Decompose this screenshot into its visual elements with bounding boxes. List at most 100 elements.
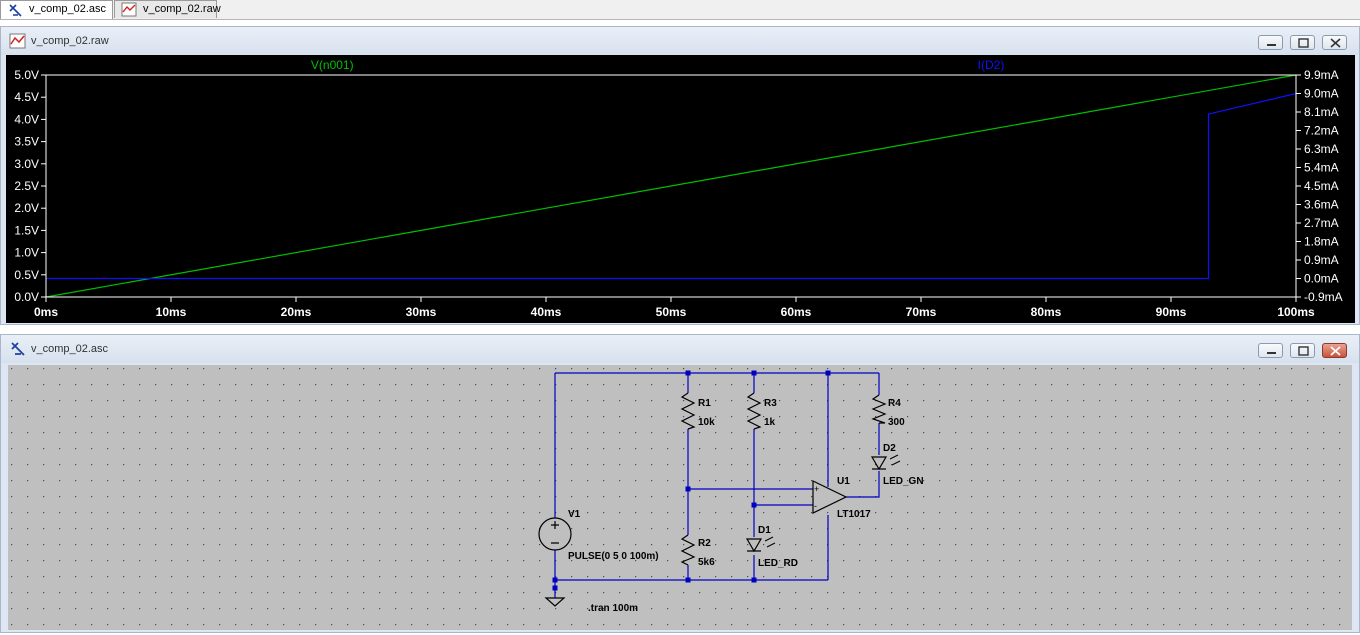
trace-legend-label[interactable]: V(n001) bbox=[311, 58, 354, 72]
waveform-icon bbox=[121, 2, 137, 23]
y-right-tick-label: 9.9mA bbox=[1304, 68, 1339, 82]
waveform-icon bbox=[9, 33, 27, 54]
y-left-tick-label: 4.5V bbox=[14, 90, 39, 104]
waveform-window-titlebar[interactable]: v_comp_02.raw bbox=[1, 27, 1359, 55]
tab-label: v_comp_02.raw bbox=[143, 3, 221, 15]
resistor-r3[interactable] bbox=[746, 392, 762, 430]
y-right-tick-label: 6.3mA bbox=[1304, 142, 1339, 156]
y-right-tick-label: 7.2mA bbox=[1304, 124, 1339, 138]
wire-junction bbox=[825, 370, 831, 376]
schematic-window-titlebar[interactable]: v_comp_02.asc bbox=[1, 335, 1359, 363]
wire-junction bbox=[552, 577, 558, 583]
label-v1-ref: V1 bbox=[568, 509, 581, 520]
wire-junction bbox=[685, 370, 691, 376]
y-left-tick-label: 2.0V bbox=[14, 201, 39, 215]
y-right-tick-label: 2.7mA bbox=[1304, 216, 1339, 230]
trace-voltage[interactable] bbox=[45, 74, 1297, 298]
plot-frame bbox=[45, 74, 1297, 298]
y-right-tick-label: 1.8mA bbox=[1304, 235, 1339, 249]
y-right-tick-label: 3.6mA bbox=[1304, 198, 1339, 212]
y-left-tick-label: 0.0V bbox=[14, 290, 39, 304]
label-u1-value: LT1017 bbox=[837, 509, 871, 520]
label-v1-value: PULSE(0 5 0 100m) bbox=[568, 551, 659, 562]
trace-legend-label[interactable]: I(D2) bbox=[978, 58, 1005, 72]
tab-waveform[interactable]: v_comp_02.raw bbox=[114, 0, 221, 18]
opamp-plus-label: + bbox=[814, 484, 819, 494]
y-right-tick-label: 8.1mA bbox=[1304, 105, 1339, 119]
label-r3-ref: R3 bbox=[764, 398, 777, 409]
y-right-tick-label: 4.5mA bbox=[1304, 179, 1339, 193]
comparator-u1[interactable] bbox=[812, 480, 848, 514]
y-left-tick-label: 1.0V bbox=[14, 246, 39, 260]
tab-label: v_comp_02.asc bbox=[29, 3, 107, 15]
y-left-tick-label: 3.5V bbox=[14, 135, 39, 149]
y-left-tick-label: 0.5V bbox=[14, 268, 39, 282]
label-r2-value: 5k6 bbox=[698, 557, 715, 568]
voltage-source-v1[interactable] bbox=[538, 517, 572, 551]
tab-schematic[interactable]: v_comp_02.asc bbox=[0, 0, 113, 19]
label-r2-ref: R2 bbox=[698, 538, 711, 549]
x-tick-label: 50ms bbox=[656, 305, 687, 319]
schematic-icon bbox=[9, 341, 27, 362]
schematic-icon bbox=[7, 2, 23, 24]
x-tick-label: 10ms bbox=[156, 305, 187, 319]
opamp-minus-label: - bbox=[814, 501, 817, 511]
close-button[interactable] bbox=[1322, 343, 1347, 358]
label-u1-ref: U1 bbox=[837, 476, 850, 487]
resistor-r4[interactable] bbox=[871, 394, 887, 424]
grid-dots bbox=[8, 365, 1352, 630]
trace-current[interactable] bbox=[46, 92, 1297, 280]
resistor-r2[interactable] bbox=[680, 534, 696, 566]
label-d2-ref: D2 bbox=[883, 443, 896, 454]
close-button[interactable] bbox=[1322, 35, 1347, 50]
x-tick-label: 30ms bbox=[406, 305, 437, 319]
waveform-plot[interactable]: 0ms 10ms 20ms 30ms 40ms 50ms 60ms 70ms 80ms 90ms 1… bbox=[6, 55, 1355, 323]
wire-junction bbox=[685, 486, 691, 492]
x-tick-label: 0ms bbox=[34, 305, 58, 319]
y-left-tick-label: 5.0V bbox=[14, 68, 39, 82]
waveform-window: v_comp_02.raw 0ms 10ms 20ms 30ms 40ms 50ms 60m… bbox=[0, 26, 1360, 325]
label-r1-ref: R1 bbox=[698, 398, 711, 409]
x-tick-label: 90ms bbox=[1156, 305, 1187, 319]
ground-symbol bbox=[544, 597, 566, 607]
wire-junction bbox=[751, 577, 757, 583]
spice-directive[interactable]: .tran 100m bbox=[588, 603, 638, 614]
plot-pane[interactable]: 0ms 10ms 20ms 30ms 40ms 50ms 60ms 70ms 80ms 90ms 1… bbox=[6, 55, 1355, 323]
y-left-tick-label: 1.5V bbox=[14, 223, 39, 237]
label-r4-value: 300 bbox=[888, 417, 905, 428]
resistor-r1[interactable] bbox=[680, 392, 696, 430]
wire-junction bbox=[685, 577, 691, 583]
wire-junction bbox=[751, 370, 757, 376]
led-d1[interactable] bbox=[745, 536, 776, 553]
schematic-canvas[interactable]: + - R1 10k R3 1k R4 300 D2 LED_GN U1 LT1… bbox=[8, 365, 1352, 630]
restore-button[interactable] bbox=[1290, 35, 1315, 50]
y-right-tick-label: 0.9mA bbox=[1304, 253, 1339, 267]
x-tick-label: 70ms bbox=[906, 305, 937, 319]
wire-junction bbox=[751, 502, 757, 508]
x-tick-label: 60ms bbox=[781, 305, 812, 319]
y-left-tick-label: 4.0V bbox=[14, 112, 39, 126]
window-title: v_comp_02.asc bbox=[31, 343, 109, 355]
x-tick-label: 40ms bbox=[531, 305, 562, 319]
x-tick-label: 80ms bbox=[1031, 305, 1062, 319]
wire-junction bbox=[552, 585, 558, 591]
y-right-tick-label: 0.0mA bbox=[1304, 272, 1339, 286]
label-d1-ref: D1 bbox=[758, 525, 771, 536]
schematic-window: v_comp_02.asc bbox=[0, 334, 1360, 633]
wires bbox=[554, 372, 880, 598]
label-r3-value: 1k bbox=[764, 417, 776, 428]
window-title: v_comp_02.raw bbox=[31, 35, 109, 47]
y-right-tick-label: 5.4mA bbox=[1304, 161, 1339, 175]
label-d1-value: LED_RD bbox=[758, 558, 798, 569]
minimize-button[interactable] bbox=[1258, 35, 1283, 50]
restore-button[interactable] bbox=[1290, 343, 1315, 358]
document-tab-bar: v_comp_02.asc v_comp_02.raw bbox=[0, 0, 1360, 20]
minimize-button[interactable] bbox=[1258, 343, 1283, 358]
y-left-tick-label: 3.0V bbox=[14, 157, 39, 171]
x-tick-label: 20ms bbox=[281, 305, 312, 319]
y-left-tick-label: 2.5V bbox=[14, 179, 39, 193]
y-right-tick-label: -0.9mA bbox=[1304, 290, 1343, 304]
label-d2-value: LED_GN bbox=[883, 476, 924, 487]
y-right-tick-label: 9.0mA bbox=[1304, 87, 1339, 101]
led-d2[interactable] bbox=[870, 454, 901, 471]
